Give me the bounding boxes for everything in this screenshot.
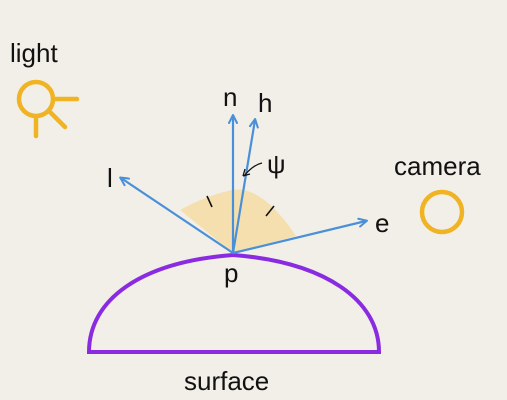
camera-label: camera xyxy=(394,151,481,181)
light-icon xyxy=(16,79,80,139)
eye-vector xyxy=(232,217,368,255)
halfway-label: h xyxy=(258,88,272,118)
psi-pointer xyxy=(243,162,263,177)
camera-icon xyxy=(419,189,465,235)
light-vector xyxy=(119,176,234,254)
angle-tick-right xyxy=(265,205,275,217)
point-label: p xyxy=(224,258,238,288)
surface-label: surface xyxy=(184,366,269,396)
halfway-vector xyxy=(231,118,259,254)
light-label: light xyxy=(10,38,58,68)
light-direction-label: l xyxy=(107,163,113,193)
eye-direction-label: e xyxy=(375,208,389,238)
psi-label: ψ xyxy=(267,149,286,179)
angle-tick-left xyxy=(206,195,213,208)
psi-pointer-head xyxy=(242,168,251,177)
surface-shape xyxy=(86,252,382,354)
normal-label: n xyxy=(223,82,237,112)
